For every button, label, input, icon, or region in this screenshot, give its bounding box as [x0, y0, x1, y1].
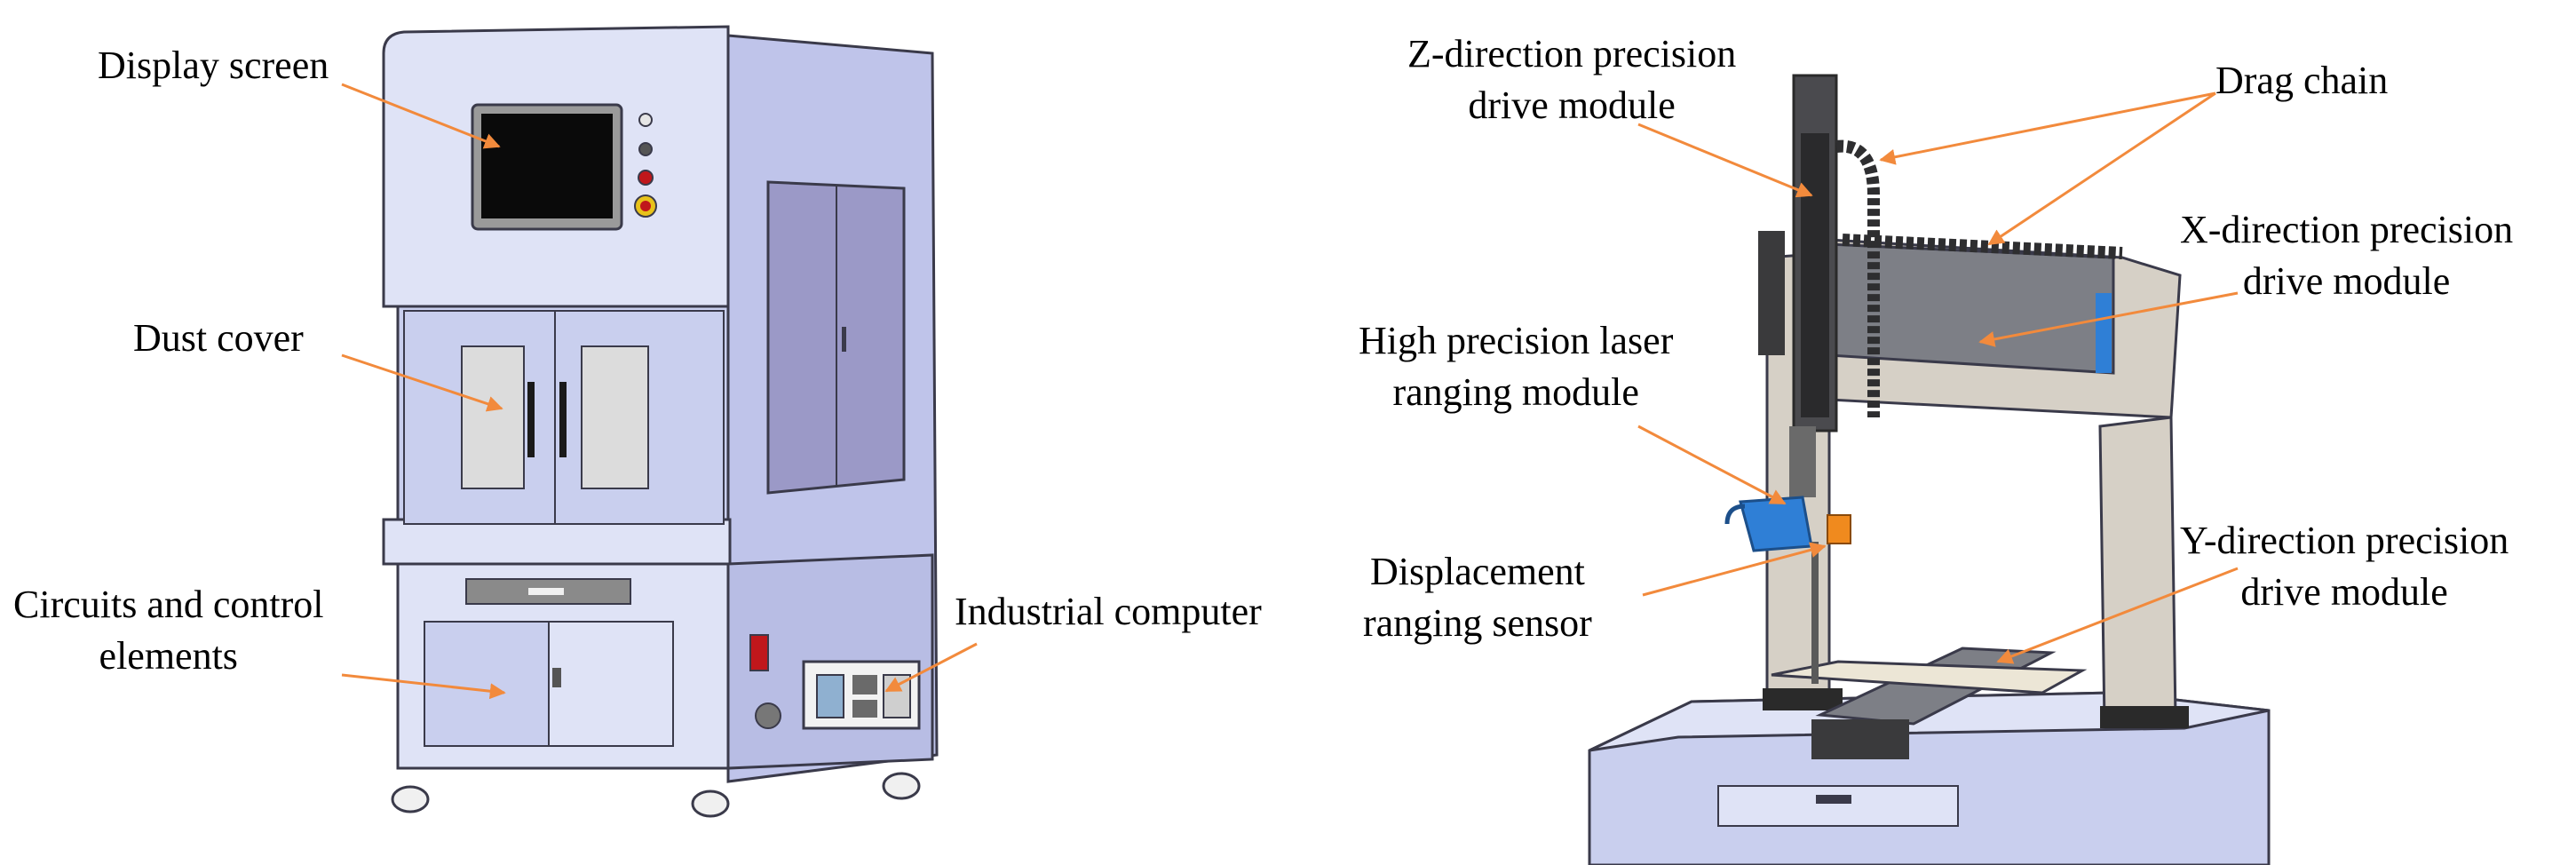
label-industrial-computer: Industrial computer: [955, 590, 1262, 633]
arrow-industrial-computer: [884, 642, 978, 693]
lower-door-right: [548, 621, 674, 747]
arrow-drag-chain-2: [1987, 91, 2216, 246]
label-circuits-control: Circuits and control elements: [13, 583, 324, 678]
right-pillar: [2098, 416, 2177, 726]
arrow-dust-cover: [341, 353, 503, 412]
cooling-fan: [755, 702, 781, 729]
displacement-sensor: [1827, 514, 1851, 544]
laser-ranging-module: [1739, 496, 1813, 552]
label-z-module: Z-direction precision drive module: [1407, 32, 1737, 127]
indicator-light-1: [638, 113, 653, 127]
cabinet: [382, 25, 939, 818]
leader-arrows: [341, 83, 2239, 700]
power-switch: [749, 634, 769, 671]
arrow-display-screen: [341, 83, 501, 149]
door-handle-right: [559, 382, 567, 457]
gantry: [1588, 74, 2271, 865]
emergency-stop-core: [640, 201, 651, 211]
lower-door-lock: [552, 668, 561, 687]
arrow-y-module: [1996, 567, 2239, 664]
indicator-light-3: [638, 170, 654, 186]
lower-door-left: [424, 621, 550, 747]
label-y-module: Y-direction precision drive module: [2180, 519, 2509, 614]
display-screen-glass: [481, 114, 613, 218]
label-laser-module: High precision laser ranging module: [1359, 319, 1674, 414]
label-display-screen: Display screen: [98, 44, 329, 87]
label-x-module: X-direction precision drive module: [2180, 208, 2514, 303]
drag-chain-horizontal: [1842, 234, 2123, 259]
arrow-z-module: [1637, 123, 1813, 198]
label-drag-chain: Drag chain: [2215, 59, 2389, 102]
door-handle-left: [527, 382, 535, 457]
label-dust-cover: Dust cover: [133, 316, 304, 360]
drag-chain-vertical: [1835, 139, 1880, 417]
casters: [391, 772, 921, 818]
cabinet-ledge: [382, 518, 732, 566]
arrow-x-module: [1978, 291, 2239, 347]
dust-cover-window-right: [581, 345, 649, 489]
arrow-drag-chain-1: [1879, 91, 2216, 165]
arrow-circuits: [341, 673, 506, 700]
arrow-displacement: [1642, 542, 1827, 597]
label-displacement-sensor: Displacement ranging sensor: [1363, 550, 1592, 645]
arrow-laser: [1637, 425, 1787, 505]
dust-cover-window-left: [461, 345, 525, 489]
indicator-light-2: [638, 142, 653, 156]
